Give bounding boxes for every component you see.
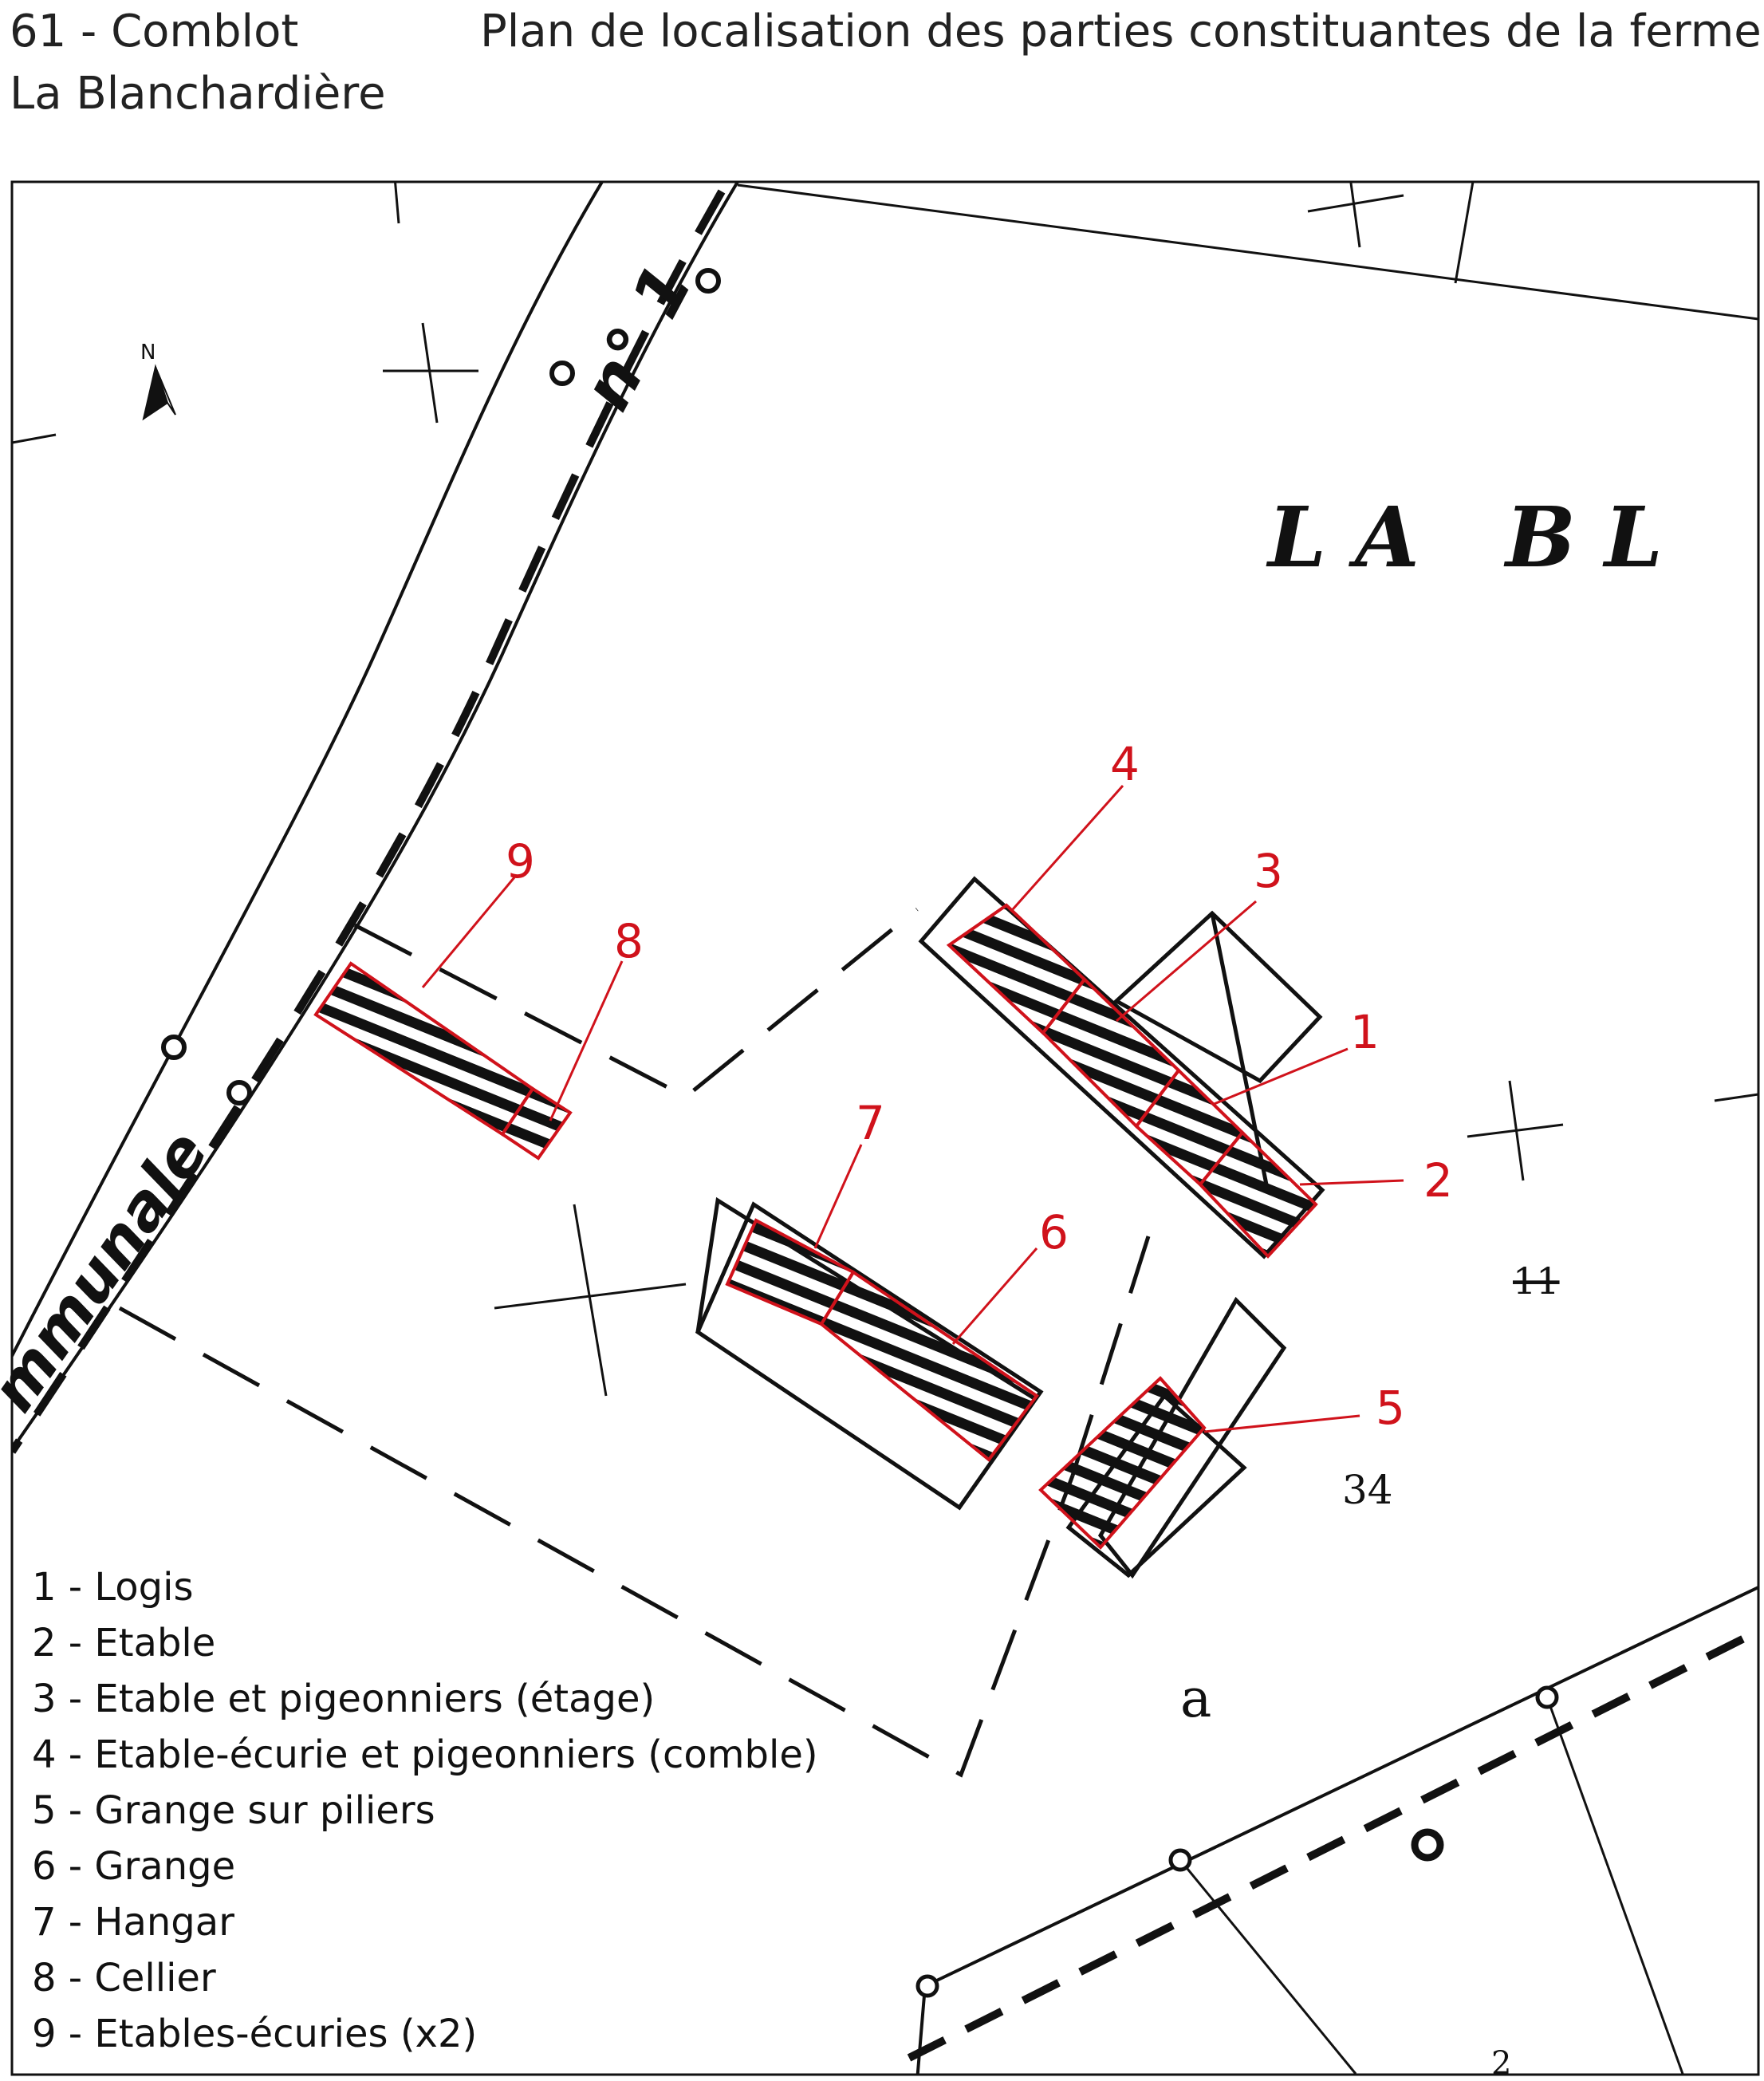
enclosure-dashed <box>118 908 1151 1778</box>
legend-item: 2 - Etable <box>32 1621 216 1665</box>
building-parts <box>313 903 1318 1550</box>
parcel-letter-a: a <box>1180 1668 1211 1729</box>
road-edge-west <box>12 182 604 1357</box>
label-7: 7 <box>856 1096 885 1150</box>
parcel-number-2: 2 <box>1491 2045 1511 2081</box>
legend-item: 1 - Logis <box>32 1565 194 1610</box>
north-label: N <box>140 341 156 365</box>
road-marker <box>226 1080 252 1106</box>
label-4: 4 <box>1110 737 1140 791</box>
legend-item: 9 - Etables-écuries (x2) <box>32 2012 478 2056</box>
north-arrow-icon <box>142 364 176 421</box>
plan-title: Plan de localisation des parties constit… <box>480 6 1762 57</box>
road-marker <box>549 361 575 386</box>
road-marker <box>161 1035 187 1060</box>
road-edge-east <box>14 182 739 1445</box>
survey-cross <box>383 182 1758 1397</box>
map-frame <box>10 180 1760 2076</box>
building-5 <box>1038 1376 1207 1550</box>
legend-item: 5 - Grange sur piliers <box>32 1788 435 1833</box>
building-6 <box>819 1270 1039 1462</box>
south-parcels <box>907 1586 1758 2075</box>
commune-title: 61 - Comblot <box>10 6 299 57</box>
road-number: n° 1 <box>567 252 707 422</box>
parcel-line <box>737 183 1758 321</box>
legend-item: 8 - Cellier <box>32 1956 216 2000</box>
legend-item: 3 - Etable et pigeonniers (étage) <box>32 1677 656 1721</box>
label-8: 8 <box>614 914 644 968</box>
parcel-line <box>12 433 57 444</box>
building-9 <box>313 961 535 1137</box>
lieu-title: La Blanchardière <box>10 68 386 120</box>
legend-item: 4 - Etable-écurie et pigeonniers (comble… <box>32 1732 818 1777</box>
parcel-number-34: 34 <box>1342 1467 1393 1513</box>
label-6: 6 <box>1039 1205 1069 1259</box>
label-1: 1 <box>1350 1005 1380 1059</box>
road-marker <box>695 268 721 294</box>
legend: 1 - Logis 2 - Etable 3 - Etable et pigeo… <box>32 1559 818 2062</box>
label-3: 3 <box>1254 844 1283 898</box>
legend-item: 6 - Grange <box>32 1844 236 1889</box>
parcel-number-11: 11 <box>1513 1259 1560 1303</box>
parcel-line <box>394 182 400 224</box>
label-2: 2 <box>1423 1153 1453 1208</box>
road-dash-line <box>12 189 726 1454</box>
parcel-line <box>1454 182 1475 284</box>
building-2 <box>1198 1130 1318 1259</box>
leader-lines <box>421 785 1404 1433</box>
place-label: LA BL <box>1266 488 1691 586</box>
label-5: 5 <box>1376 1381 1405 1435</box>
well-symbol <box>1411 1828 1444 1862</box>
label-9: 9 <box>506 834 535 889</box>
legend-item: 7 - Hangar <box>32 1900 234 1945</box>
